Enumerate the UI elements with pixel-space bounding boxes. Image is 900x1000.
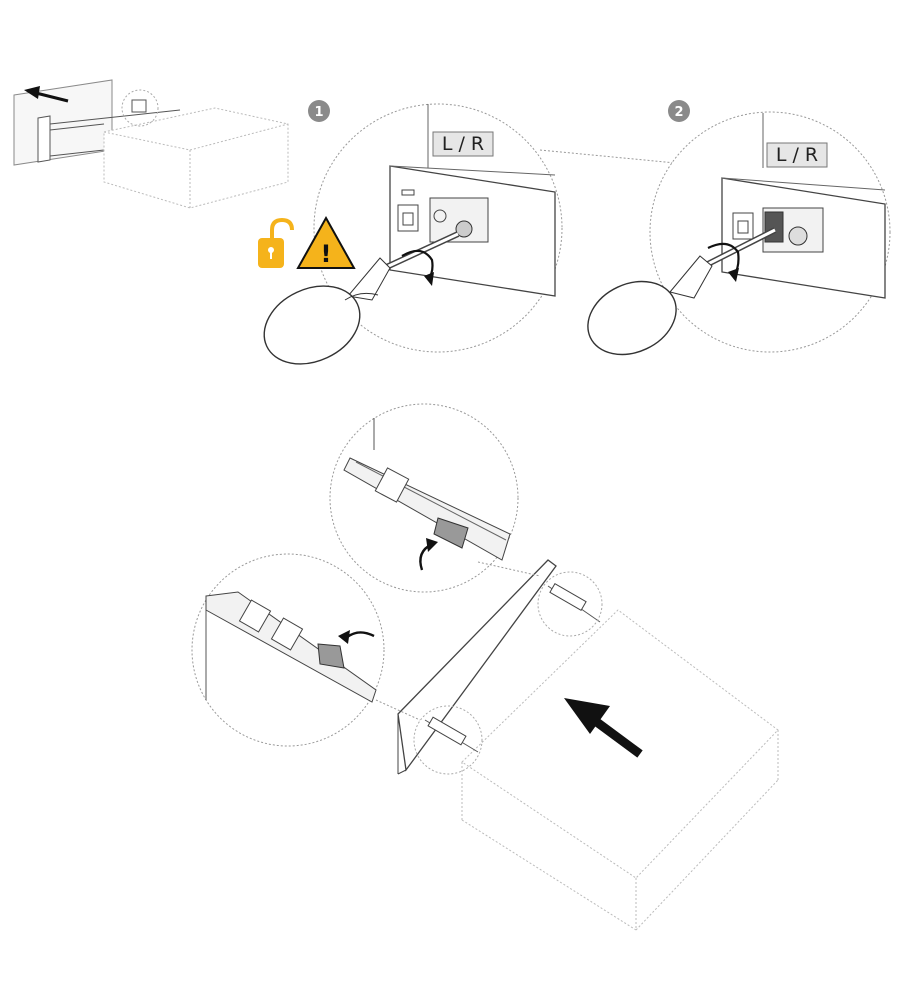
step-2-panel: L / R 2 [587, 100, 891, 356]
step-number: 1 [314, 105, 323, 120]
step-number: 2 [674, 105, 683, 120]
step-badge [668, 100, 690, 122]
side-label: L / R [776, 144, 818, 166]
rail-detail-zoom-top [329, 403, 519, 593]
screwdriver [587, 227, 777, 356]
side-label: L / R [442, 133, 484, 155]
side-label-box [766, 142, 828, 168]
direction-arrow-icon [564, 698, 643, 758]
drawer-assembly [397, 559, 779, 931]
warning-symbol: ! [321, 240, 332, 268]
overview-drawer [13, 79, 289, 209]
side-label-box [432, 131, 494, 157]
direction-arrow-icon [24, 86, 69, 103]
screwdriver [263, 231, 460, 365]
warning-triangle-icon: ! [296, 215, 356, 269]
unlock-padlock-icon [258, 217, 294, 268]
step-badge [308, 100, 330, 122]
rail-detail-zoom-left [191, 553, 385, 747]
step-1-panel: L / R 1 ! [258, 100, 563, 365]
